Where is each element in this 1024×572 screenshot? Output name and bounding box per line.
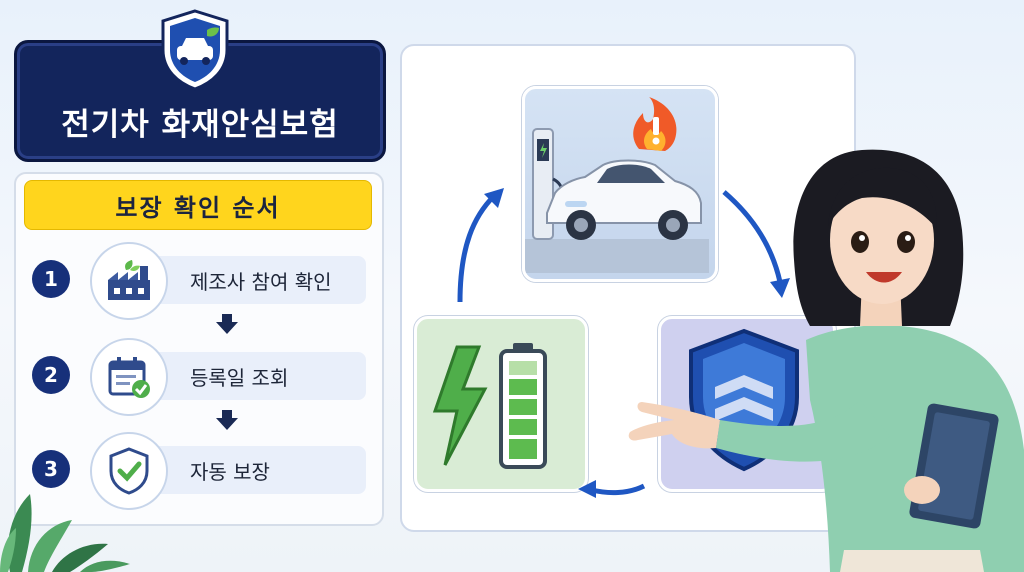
battery-bolt-icon <box>432 343 547 469</box>
shield-check-icon <box>109 447 149 495</box>
step-number: 3 <box>32 450 70 488</box>
page-title: 전기차 화재안심보험 <box>61 107 339 143</box>
steps-header: 보장 확인 순서 <box>24 180 372 230</box>
steps-panel: 보장 확인 순서 1 제조사 참여 확인 2 <box>14 172 384 526</box>
step-row-2: 2 등록일 조회 <box>16 334 382 416</box>
step-label: 등록일 조회 <box>190 366 289 390</box>
cycle-card-battery <box>414 316 588 492</box>
step-card <box>134 256 366 304</box>
step-card <box>134 446 366 494</box>
down-arrow-icon <box>216 410 238 430</box>
step-row-1: 1 제조사 참여 확인 <box>16 238 382 320</box>
step-row-3: 3 자동 보장 <box>16 428 382 510</box>
calendar-check-icon <box>108 357 150 398</box>
down-arrow-icon <box>216 314 238 334</box>
step-icon-holder <box>90 338 168 416</box>
cycle-card-ev-fire <box>522 86 718 282</box>
step-label: 제조사 참여 확인 <box>190 270 332 294</box>
step-card <box>134 352 366 400</box>
step-icon-holder <box>90 242 168 320</box>
presenter-character <box>628 149 1024 572</box>
ev-shield-badge-icon <box>161 9 229 91</box>
cycle-arrows <box>457 188 790 498</box>
step-icon-holder <box>90 432 168 510</box>
step-label: 자동 보장 <box>190 460 270 484</box>
factory-icon <box>108 260 150 300</box>
plant-decoration-icon <box>0 494 130 572</box>
car-fire-icon <box>525 97 709 273</box>
step-number: 2 <box>32 356 70 394</box>
step-number: 1 <box>32 260 70 298</box>
